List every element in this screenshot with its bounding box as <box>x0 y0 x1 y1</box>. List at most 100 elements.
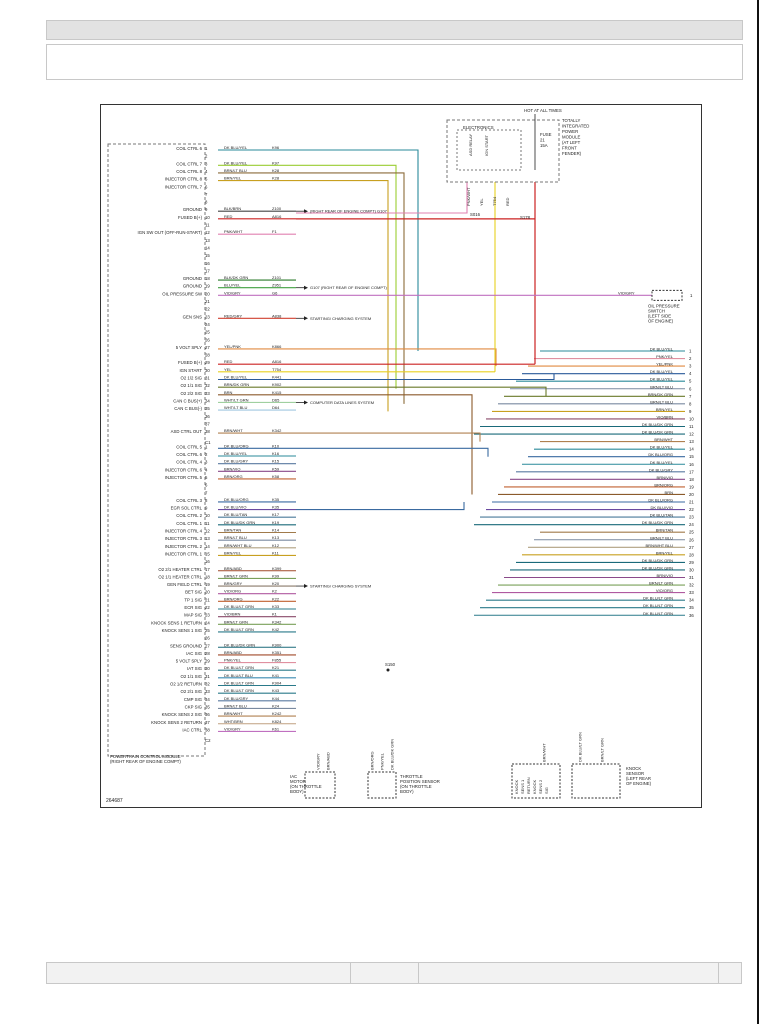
pin-label: INJECTOR CTRL 3 <box>165 536 203 541</box>
pin-number: 25 <box>205 628 210 633</box>
right-pin-number: 4 <box>689 371 692 376</box>
wire-color-label: BRN/LT GRN <box>224 573 248 578</box>
pin-label: ECR SIG <box>184 605 202 610</box>
pin-number: 8 <box>205 498 208 503</box>
pin-label: GROUND <box>183 284 202 289</box>
wire-color-label: BRN/LT BLU <box>224 168 247 173</box>
circuit-label: K97 <box>272 160 280 165</box>
circuit-label: K902 <box>272 382 282 387</box>
circuit-label: Z101 <box>272 275 282 280</box>
right-pin-number: 28 <box>689 552 694 557</box>
circuit-label: K904 <box>272 681 282 686</box>
pcm-title: (RIGHT REAR OF ENGINE COMPT) <box>110 759 181 764</box>
circuit-label: K2 <box>272 589 278 594</box>
pin-number: 10 <box>205 215 210 220</box>
splice-label: S016 <box>470 212 481 217</box>
pin-label: COIL CTRL 3 <box>176 498 202 503</box>
circuit-label: K1 <box>272 612 278 617</box>
wire-color-label: BRN/YEL <box>224 550 242 555</box>
right-pin-number: 33 <box>689 590 694 595</box>
right-pin-number: 1 <box>689 349 692 354</box>
pin-number: 29 <box>205 360 210 365</box>
routed-wire <box>296 447 489 457</box>
knock-1-body <box>511 763 561 799</box>
wire-color-label: DK BLU/YEL <box>224 145 248 150</box>
right-pin-number: 24 <box>689 522 694 527</box>
ipm-relay-label: ASD RELAY <box>468 134 473 156</box>
connector-c2-label: C2 <box>205 738 211 743</box>
right-wire-label: BRN/YEL <box>656 407 674 412</box>
pin-number: 30 <box>205 666 210 671</box>
pin-number: 14 <box>205 245 210 250</box>
footer-cell-2 <box>350 963 419 983</box>
iac-motor-label: BODY) <box>290 789 304 794</box>
circuit-label: D65 <box>272 397 280 402</box>
routed-wire <box>296 172 405 404</box>
pin-number: 36 <box>205 712 210 717</box>
iac-motor-label: MOTOR <box>290 779 306 784</box>
pin-number: 24 <box>205 322 210 327</box>
pcm-title: POWERTRAIN CONTROL MODULE <box>110 754 181 759</box>
pin-number: 38 <box>205 429 210 434</box>
wire-color-label: DK BLU/GRY <box>224 459 248 464</box>
pin-number: 38 <box>205 727 210 732</box>
wire-color-label: BRN/ABD <box>224 650 242 655</box>
wire-color-label: VIO/BRN <box>224 612 241 617</box>
ipm-outline <box>446 119 560 183</box>
ipm-relay-label: IGN START <box>484 134 489 156</box>
wire-color-label: DK BLU/YEL <box>224 160 248 165</box>
knock-1-wire-label: BRN/WHT <box>542 743 547 762</box>
wire-color-label: BRN/DK GRN <box>224 382 249 387</box>
circuit-label: K44 <box>272 696 280 701</box>
right-wire-label: DK BLU/DK GRN <box>642 520 673 525</box>
iac-motor-wire-label: VIO/GRY <box>316 753 321 770</box>
right-wire-label: VIO/BRN <box>657 414 674 419</box>
pin-number: 23 <box>205 314 210 319</box>
pin-label: KNOCK SENS 1 RETURN <box>151 620 202 625</box>
oil-switch-label: (LEFT SIDE <box>648 313 671 318</box>
knock-sensor-label: (LEFT REAR <box>626 776 651 781</box>
routed-wire <box>296 180 389 412</box>
pin-number: 36 <box>205 414 210 419</box>
figure-id: 264687 <box>106 798 123 804</box>
wire-color-label: YEL/PNK <box>224 344 241 349</box>
circuit-label: Z951 <box>272 283 282 288</box>
right-wire-label: BRN/ORG <box>654 482 673 487</box>
circuit-label: K58 <box>272 474 280 479</box>
pin-number: 13 <box>205 536 210 541</box>
pin-number: 7 <box>205 192 208 197</box>
right-pin-number: 16 <box>689 462 694 467</box>
circuit-label: K24 <box>272 703 280 708</box>
right-pin-number: 35 <box>689 605 694 610</box>
circuit-label: K41 <box>272 673 280 678</box>
footer-bar <box>46 962 742 984</box>
circuit-label: K866 <box>272 344 282 349</box>
ipm-hot-at-label: HOT AT ALL TIMES <box>524 108 562 113</box>
pin-label: INJECTOR CTRL 5 <box>165 475 203 480</box>
pin-label: CAN C BUS(+) <box>173 398 202 403</box>
wire-color-label: DK BLU/DK GRN <box>224 642 255 647</box>
pin-label: O2 1/1 SIG <box>181 674 203 679</box>
header-bar <box>46 20 743 40</box>
circuit-label: K342 <box>272 428 282 433</box>
wire-color-label: VIO/GRY <box>224 290 241 295</box>
circuit-label: K351 <box>272 650 282 655</box>
ipm-pin-wire-label: YEL <box>479 198 484 206</box>
right-wire-label: DK BLU/DK GRN <box>642 422 673 427</box>
pin-number: 20 <box>205 590 210 595</box>
pin-label: MAP SIG <box>184 613 202 618</box>
pin-label: EGR SOL CTRL <box>171 506 203 511</box>
circuit-label: K900 <box>272 642 282 647</box>
oil-switch-wire-label: VIO/GRY <box>618 290 635 295</box>
right-wire-label: BRN/VIO <box>657 573 673 578</box>
pin-number: 5 <box>205 475 208 480</box>
pin-number: 17 <box>205 268 210 273</box>
right-pin-number: 2 <box>689 356 692 361</box>
right-pin-number: 10 <box>689 416 694 421</box>
splice-s150-dot <box>386 668 390 672</box>
pin-number: 3 <box>205 161 208 166</box>
knock-1-label: RETURN <box>526 777 531 794</box>
